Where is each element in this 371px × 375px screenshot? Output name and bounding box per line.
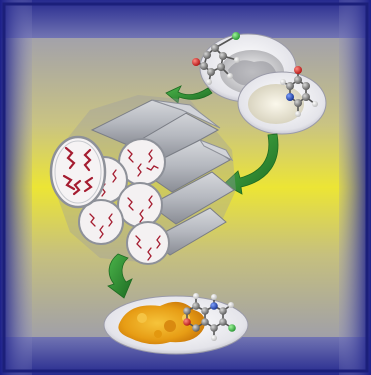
magnified-pore-view [51, 137, 105, 207]
frame-top [0, 0, 371, 38]
